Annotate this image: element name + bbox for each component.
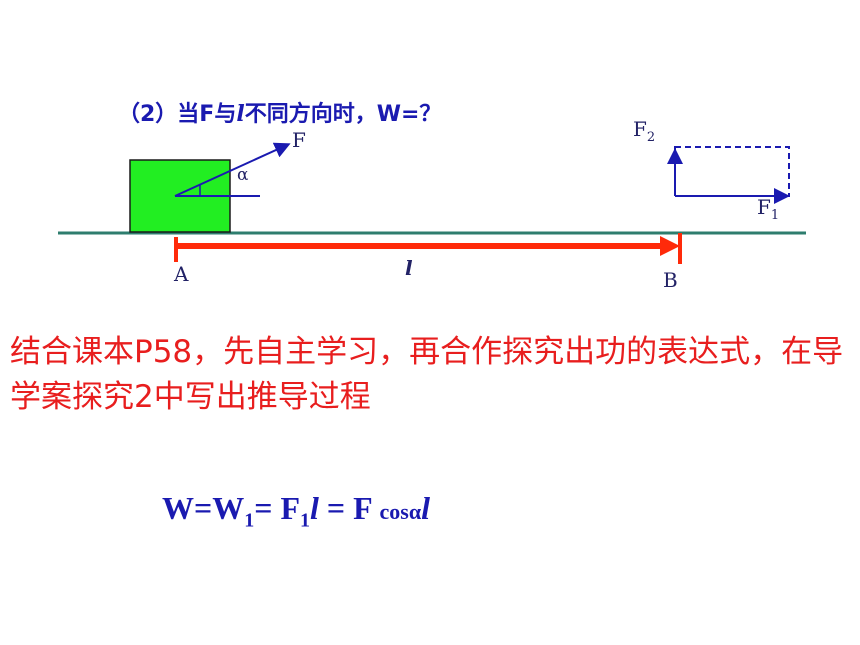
formula-l2: l	[421, 490, 430, 526]
f1-subscript: 1	[770, 208, 780, 223]
f1-label: F1	[757, 195, 779, 223]
f2-label: F2	[633, 117, 655, 145]
force-vector	[174, 142, 291, 197]
component-rectangle	[674, 146, 790, 197]
displacement-arrowhead	[660, 236, 680, 256]
formula-w-sub: 1	[244, 509, 255, 532]
work-formula: W=W1= F1l = F cosαl	[162, 490, 430, 532]
question-prefix: （2）当F与	[118, 102, 237, 127]
formula-w: W=W	[162, 490, 245, 526]
f1-letter: F	[757, 195, 771, 219]
displacement-label: l	[405, 256, 413, 280]
f2-subscript: 2	[646, 130, 656, 145]
point-a-label: A	[174, 262, 189, 286]
question-title: （2）当F与l不同方向时，W=？	[118, 96, 441, 128]
angle-label: α	[237, 165, 249, 185]
formula-eq2: = F	[318, 490, 380, 526]
formula-cos: cosα	[379, 499, 422, 524]
formula-f-sub: 1	[300, 509, 311, 532]
formula-l1: l	[310, 490, 319, 526]
instruction-text: 结合课本P58，先自主学习，再合作探究出功的表达式，在导学案探究2中写出推导过程	[10, 334, 844, 415]
formula-eq: = F	[254, 490, 301, 526]
point-b-label: B	[663, 268, 678, 292]
force-label: F	[292, 128, 306, 152]
question-symbol: l	[236, 101, 245, 127]
f2-letter: F	[633, 117, 647, 141]
question-suffix: 不同方向时，W=？	[244, 102, 442, 127]
